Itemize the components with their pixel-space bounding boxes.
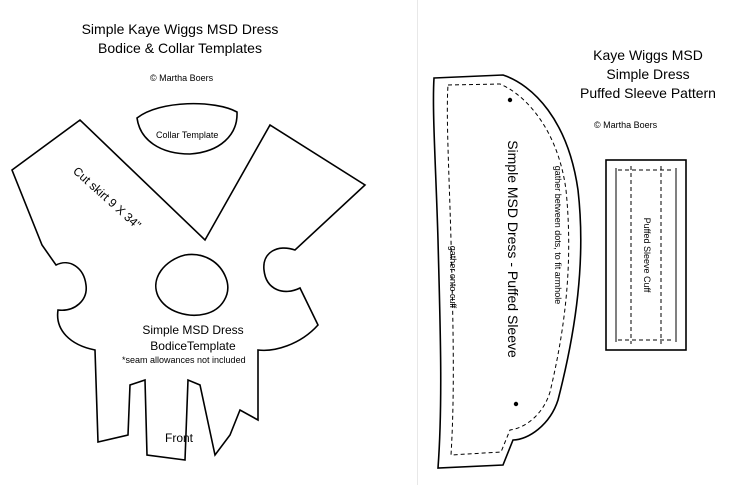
- sleeve-outline-shape: [432, 74, 582, 469]
- sleeve-title-line3: Puffed Sleeve Pattern: [580, 85, 716, 101]
- bodice-label: Simple MSD Dress BodiceTemplate: [118, 322, 268, 354]
- bodice-template-shape: [11, 118, 367, 461]
- gather-dot-bottom: [513, 401, 519, 407]
- bodice-sheet-title: Simple Kaye Wiggs MSD Dress Bodice & Col…: [0, 20, 360, 58]
- bodice-label-line2: BodiceTemplate: [150, 339, 236, 353]
- bodice-title-line1: Simple Kaye Wiggs MSD Dress: [81, 21, 279, 37]
- collar-template-label: Collar Template: [156, 130, 219, 140]
- sleeve-title-line2: Simple Dress: [606, 66, 690, 82]
- front-label: Front: [165, 431, 194, 445]
- gather-armhole-note: gather between dots, to fit armhole: [553, 165, 563, 305]
- sleeve-pattern-drawing: [432, 74, 687, 469]
- cuff-outline-shape: [605, 159, 687, 351]
- sleeve-copyright: © Martha Boers: [594, 120, 658, 130]
- sleeve-seam-line: [446, 83, 570, 456]
- sleeve-label: Simple MSD Dress - Puffed Sleeve: [505, 140, 521, 358]
- bodice-pattern-drawing: [11, 102, 367, 461]
- gather-cuff-note: gather onto cuff: [448, 245, 458, 309]
- sleeve-title-line1: Kaye Wiggs MSD: [593, 47, 703, 63]
- collar-template-shape: [136, 102, 238, 155]
- sleeve-sheet: Kaye Wiggs MSD Simple Dress Puffed Sleev…: [417, 0, 750, 485]
- seam-allowance-note: *seam allowances not included: [122, 355, 246, 365]
- sleeve-sheet-title: Kaye Wiggs MSD Simple Dress Puffed Sleev…: [548, 46, 748, 103]
- bodice-copyright: © Martha Boers: [150, 73, 214, 83]
- neck-opening-shape: [155, 253, 229, 316]
- bodice-title-line2: Bodice & Collar Templates: [98, 40, 262, 56]
- gather-dot-top: [507, 97, 513, 103]
- cuff-label: Puffed Sleeve Cuff: [642, 217, 652, 293]
- bodice-collar-sheet: Simple Kaye Wiggs MSD Dress Bodice & Col…: [0, 20, 367, 461]
- bodice-label-line1: Simple MSD Dress: [142, 323, 244, 337]
